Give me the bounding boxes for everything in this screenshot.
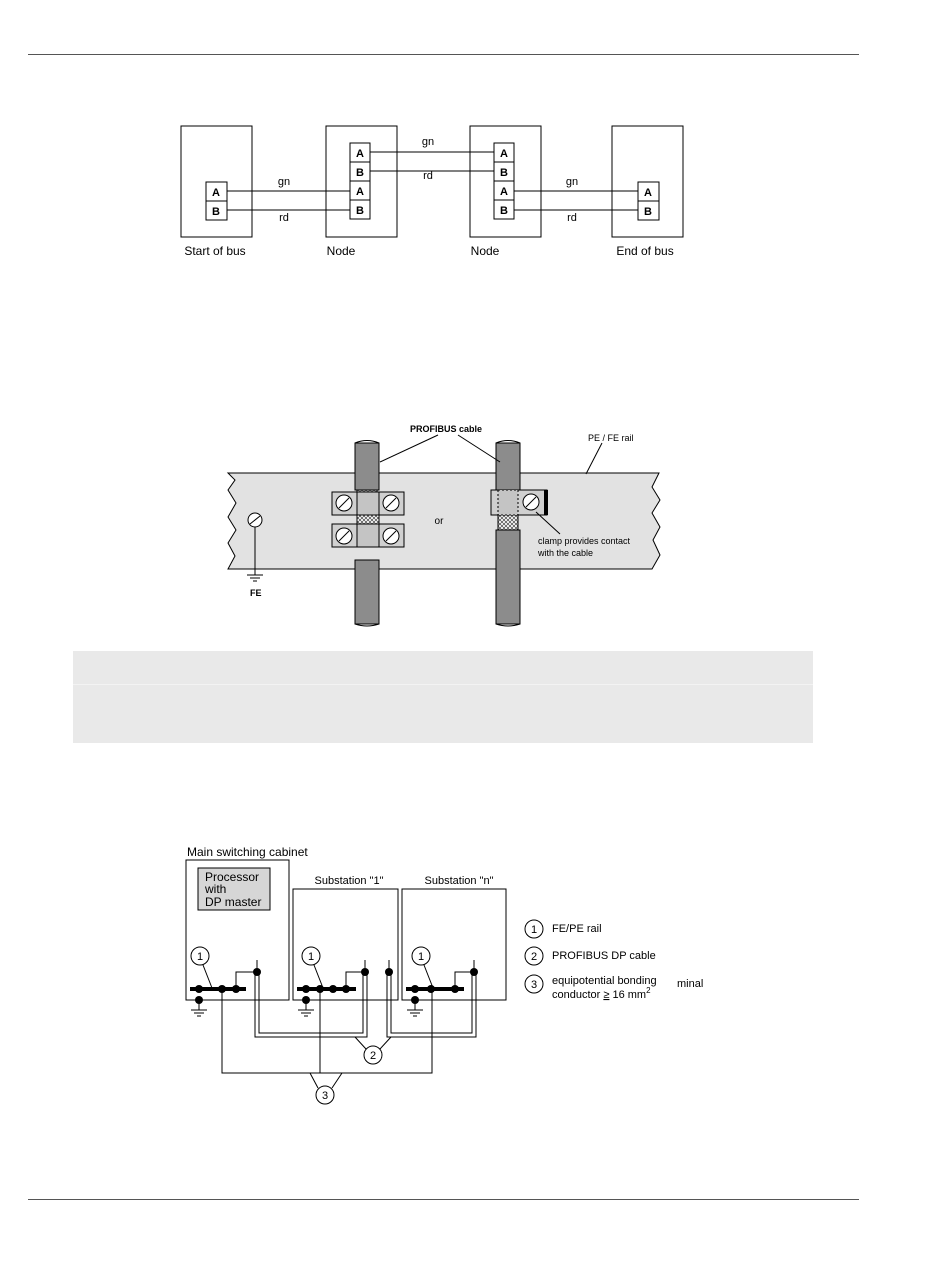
legend-marker-label: 1 — [531, 924, 537, 936]
station-node-2-box — [469, 125, 542, 238]
bus-diagram — [180, 125, 684, 238]
substation-n-box — [401, 888, 507, 1001]
station-end-box — [611, 125, 684, 238]
main-cabinet-label: Main switching cabinet — [187, 845, 308, 859]
clamp-note-2: with the cable — [537, 548, 593, 558]
station-label: Node — [327, 244, 356, 258]
substation-1-box — [292, 888, 399, 1001]
wire-label-rd: rd — [279, 212, 289, 224]
marker-1 — [411, 946, 431, 966]
cable-top-right — [495, 442, 521, 491]
equipotential-diagram — [185, 859, 544, 1105]
legend-marker-label: 2 — [531, 951, 537, 963]
wire-label-gn: gn — [566, 176, 578, 188]
processor-label: with — [204, 882, 226, 896]
note-box — [73, 651, 813, 743]
shield-diagram-labels: PROFIBUS cable PE / FE rail or clamp pro… — [250, 424, 634, 598]
bottom-rule — [28, 1199, 859, 1200]
wire-label-gn: gn — [278, 176, 290, 188]
processor-label: Processor — [205, 870, 259, 884]
leader-line — [535, 511, 561, 535]
rail-label: PE / FE rail — [588, 433, 634, 443]
legend-marker-1 — [524, 919, 544, 939]
pin-label: A — [644, 187, 652, 199]
pin-label: A — [356, 148, 364, 160]
or-label: or — [435, 516, 445, 527]
pin-label: B — [500, 205, 508, 217]
marker-label: 2 — [370, 1050, 376, 1062]
leader-line — [585, 442, 603, 475]
equipotential-diagram-labels: Main switching cabinet Processor with DP… — [187, 845, 703, 1102]
wire-label-rd: rd — [423, 170, 433, 182]
legend-item-2: PROFIBUS DP cable — [552, 950, 656, 962]
station-label: End of bus — [616, 244, 673, 258]
pin-label: A — [212, 187, 220, 199]
legend-marker-label: 3 — [531, 979, 537, 991]
cable-shield-right — [497, 514, 519, 531]
station-label: Start of bus — [184, 244, 245, 258]
fe-label: FE — [250, 588, 262, 598]
marker-label: 1 — [418, 951, 424, 963]
station-node-1-box — [325, 125, 398, 238]
leader-line — [457, 434, 501, 463]
processor-box — [197, 867, 271, 911]
pin-label: B — [212, 206, 220, 218]
legend-item-1: FE/PE rail — [552, 923, 602, 935]
marker-2 — [363, 1045, 383, 1065]
pin-label: A — [500, 148, 508, 160]
marker-label: 3 — [322, 1090, 328, 1102]
marker-1 — [301, 946, 321, 966]
bus-diagram-labels: A B A B A B A B A B A B gn rd gn rd gn r… — [184, 136, 673, 258]
screw-slot — [249, 515, 261, 525]
marker-3 — [315, 1085, 335, 1105]
station-start-box — [180, 125, 253, 238]
legend-marker-3 — [524, 974, 544, 994]
cable-bottom-left — [354, 559, 380, 625]
processor-label: DP master — [205, 895, 261, 909]
pe-fe-rail — [226, 472, 661, 570]
marker-label: 1 — [308, 951, 314, 963]
pin-label: A — [356, 186, 364, 198]
substation-1-label: Substation "1" — [315, 875, 384, 887]
pin-label: B — [356, 167, 364, 179]
cable-label: PROFIBUS cable — [410, 424, 482, 434]
leader-line — [379, 434, 439, 463]
legend-item-3-line2: conductor ≥ 16 mm2 — [552, 986, 651, 1001]
legend-item-3: equipotential bonding — [552, 975, 657, 987]
main-cabinet-box — [185, 859, 290, 1001]
wire-label-rd: rd — [567, 212, 577, 224]
wire-label-gn: gn — [422, 136, 434, 148]
legend-marker-2 — [524, 946, 544, 966]
station-label: Node — [471, 244, 500, 258]
cable-top-left — [354, 442, 380, 491]
cable-bottom-right — [495, 529, 521, 625]
legend-item-3-suffix: minal — [677, 978, 703, 990]
shield-diagram — [226, 434, 661, 627]
marker-label: 1 — [197, 951, 203, 963]
marker-1 — [190, 946, 210, 966]
pin-label: A — [500, 186, 508, 198]
top-rule — [28, 54, 859, 55]
pin-label: B — [500, 167, 508, 179]
pin-label: B — [644, 206, 652, 218]
clamp-note-1: clamp provides contact — [538, 536, 631, 546]
pin-label: B — [356, 205, 364, 217]
substation-n-label: Substation "n" — [425, 875, 494, 887]
